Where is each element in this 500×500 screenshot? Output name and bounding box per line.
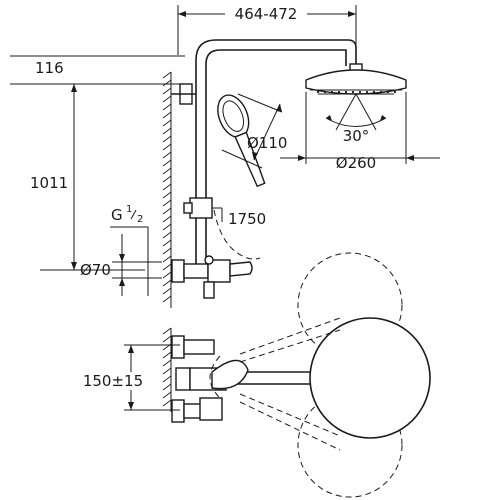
dim-spacing: 150±15 <box>64 344 180 411</box>
nozzle-dot <box>337 90 341 94</box>
nozzle-dot <box>365 90 369 94</box>
hatch-line <box>162 79 172 87</box>
wall <box>162 71 172 412</box>
dim-angle-label: 30° <box>343 127 370 145</box>
nozzle-dot <box>323 90 327 94</box>
hatch-line <box>162 167 172 175</box>
hatch-line <box>162 271 172 279</box>
thread-denominator: 2 <box>137 214 143 225</box>
dim-arm-reach-label: 464-472 <box>235 5 298 23</box>
nozzle-dot <box>386 90 390 94</box>
dim-vertical: 116 1011 <box>10 55 185 271</box>
hatch-line <box>162 335 172 343</box>
head-shower: 30° <box>305 63 407 145</box>
hatch-line <box>162 127 172 135</box>
hatch-line <box>162 399 172 407</box>
nozzle-dot <box>393 90 397 94</box>
hatch-line <box>162 71 172 79</box>
hatch-line <box>162 367 172 375</box>
dim-head-shower: Ø260 <box>280 92 440 172</box>
dim-top-offset-label: 116 <box>35 59 64 77</box>
dim-head-shower-label: Ø260 <box>336 154 376 172</box>
hatch-line <box>162 255 172 263</box>
dim-hose-label: 1750 <box>228 210 266 228</box>
wall-hatching-lower <box>162 327 172 407</box>
hatch-line <box>162 231 172 239</box>
hatch-line <box>162 279 172 287</box>
hatch-line <box>162 159 172 167</box>
hatch-line <box>162 239 172 247</box>
shower-arm <box>171 39 357 105</box>
hatch-line <box>162 103 172 111</box>
hatch-line <box>162 383 172 391</box>
dim-spacing-label: 150±15 <box>83 372 143 390</box>
nozzle-dot <box>351 90 355 94</box>
hatch-line <box>162 351 172 359</box>
hatch-line <box>162 215 172 223</box>
hatch-line <box>162 95 172 103</box>
hatch-line <box>162 327 172 335</box>
thread-numerator: 1 <box>126 204 132 215</box>
wall-hatching <box>162 71 172 303</box>
dim-pipe-diameter-label: Ø70 <box>80 261 111 279</box>
rotation-circles <box>209 252 431 498</box>
hatch-line <box>162 199 172 207</box>
nozzle-dot <box>330 90 334 94</box>
thread-g-label: G <box>111 206 123 224</box>
hatch-line <box>162 247 172 255</box>
hatch-line <box>162 175 172 183</box>
hatch-line <box>162 223 172 231</box>
hatch-line <box>162 295 172 303</box>
nozzle-dot <box>344 90 348 94</box>
mixer-upper <box>171 255 253 299</box>
hatch-line <box>162 111 172 119</box>
hatch-line <box>162 359 172 367</box>
hatch-line <box>162 87 172 95</box>
dim-hand-shower-label: Ø110 <box>247 134 287 152</box>
hatch-line <box>162 375 172 383</box>
hatch-line <box>162 183 172 191</box>
hatch-line <box>162 143 172 151</box>
hatch-line <box>162 287 172 295</box>
hatch-line <box>162 191 172 199</box>
hand-shower: Ø110 <box>217 93 287 188</box>
dim-arm-reach: 464-472 <box>177 4 357 60</box>
dim-height-label: 1011 <box>30 174 68 192</box>
hatch-line <box>162 391 172 399</box>
nozzle-dot <box>379 90 383 94</box>
hatch-line <box>162 119 172 127</box>
hatch-line <box>162 207 172 215</box>
hatch-line <box>162 135 172 143</box>
hatch-line <box>162 151 172 159</box>
nozzle-dot <box>358 90 362 94</box>
nozzle-dot <box>372 90 376 94</box>
nozzle-dot <box>316 90 320 94</box>
dim-thread: G 1 2 Ø70 <box>80 204 162 296</box>
riser-pipe <box>183 92 222 265</box>
hatch-line <box>162 263 172 271</box>
